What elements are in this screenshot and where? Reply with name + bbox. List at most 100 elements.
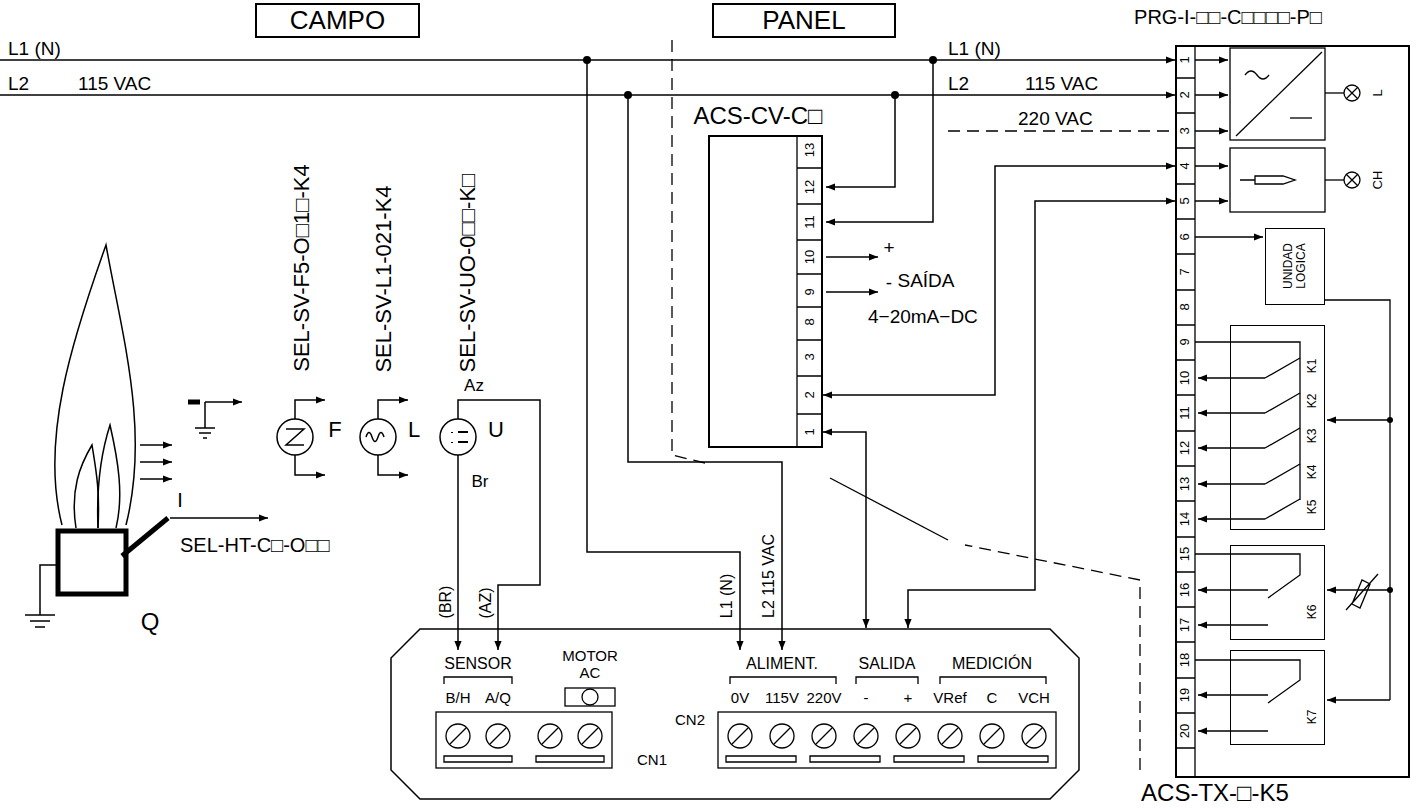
module-title: ACS-CV-C□ bbox=[693, 102, 822, 130]
wire-color: Az bbox=[464, 376, 484, 396]
burner-illustration bbox=[140, 444, 172, 446]
prg-internal-wiring bbox=[1198, 518, 1265, 519]
pin-name: + bbox=[904, 689, 913, 706]
relay-box: K6 bbox=[1230, 545, 1325, 640]
acs-tx-details bbox=[444, 677, 512, 684]
prg-internal-wiring bbox=[1195, 200, 1228, 201]
prg-internal-wiring bbox=[1198, 730, 1268, 731]
pin-name: 220V bbox=[806, 689, 841, 706]
line-name: L1 (N) bbox=[8, 38, 61, 60]
prg-internal-wiring bbox=[1198, 589, 1268, 590]
junction-dot bbox=[624, 91, 632, 99]
pin-name: VRef bbox=[933, 689, 966, 706]
zone-title: PANEL bbox=[762, 6, 845, 36]
wire-color: (AZ) bbox=[477, 587, 495, 618]
prg-internal-wiring bbox=[1195, 236, 1263, 237]
zone-box: CAMPO bbox=[255, 3, 420, 38]
acs-tx-details bbox=[940, 677, 1046, 684]
prg-internal-wiring bbox=[1195, 59, 1228, 60]
line-name: L2 bbox=[8, 73, 29, 95]
prg-internal-wiring bbox=[1195, 130, 1228, 131]
signal-polarity: + bbox=[883, 237, 894, 259]
acs-tx-details bbox=[856, 677, 918, 684]
junction-dot bbox=[583, 56, 591, 64]
terminal-number: 6 bbox=[1178, 233, 1193, 240]
terminal-number: 17 bbox=[1178, 618, 1193, 632]
acs-tx-details bbox=[436, 677, 1056, 768]
connector-name: CN2 bbox=[675, 711, 705, 728]
wire-color: Br bbox=[472, 472, 489, 492]
converter-module: ACS-CV-C□1312111098321 bbox=[708, 135, 823, 448]
burner-illustration bbox=[122, 518, 168, 556]
terminal-number: 12 bbox=[1178, 441, 1193, 455]
sensor-letter: I bbox=[177, 489, 183, 512]
module-title: ACS-TX-□-K5 bbox=[1141, 779, 1289, 807]
terminal-number: 2 bbox=[1178, 91, 1193, 98]
prg-internal-wiring bbox=[1198, 412, 1265, 413]
terminal-number: 11 bbox=[1178, 406, 1193, 420]
dashed-wire bbox=[672, 40, 1175, 770]
sensor-wiring bbox=[295, 455, 325, 475]
prg-internal-wiring bbox=[1195, 94, 1228, 95]
bus-wire bbox=[826, 291, 878, 293]
sensor-letter: L bbox=[408, 417, 420, 442]
terminal-number: 16 bbox=[1178, 583, 1193, 597]
prg-internal-wiring bbox=[1346, 174, 1358, 186]
part-number: SEL-HT-C□-O□□ bbox=[180, 534, 330, 557]
sensor-wiring bbox=[195, 402, 215, 438]
part-number: SEL-SV-L1-021-K4 bbox=[371, 185, 396, 372]
acs-tx-details bbox=[565, 688, 615, 706]
burner-illustration bbox=[25, 565, 56, 627]
module-title: PRG-I-□□-C□□□□-P□ bbox=[1134, 6, 1322, 29]
dashed-wire bbox=[672, 40, 705, 463]
terminal-number: 3 bbox=[803, 353, 818, 360]
sensor-wiring bbox=[366, 433, 384, 442]
connector-group: MEDICIÓN bbox=[952, 655, 1032, 673]
prg-internal-wiring bbox=[1344, 85, 1360, 101]
relay-name: K7 bbox=[1306, 709, 1320, 724]
relay-box: K7 bbox=[1230, 650, 1325, 745]
prg-internal-wiring bbox=[1327, 419, 1390, 420]
relay-name: K3 bbox=[1306, 428, 1320, 443]
voltage-label: 115 VAC bbox=[1025, 73, 1098, 95]
prg-internal-wiring bbox=[1195, 554, 1300, 598]
relay-group-box: K1K2K3K4K5 bbox=[1230, 325, 1325, 530]
relay-name: K2 bbox=[1306, 393, 1320, 408]
prg-internal-wiring bbox=[1195, 660, 1300, 703]
bus-wire bbox=[826, 95, 895, 187]
acs-tx-details bbox=[436, 712, 612, 768]
prg-internal-wiring bbox=[1236, 52, 1322, 136]
programmer-module: PRG-I-□□-C□□□□-P□12345678910111213141516… bbox=[1175, 45, 1410, 778]
terminal-column bbox=[1175, 45, 1195, 778]
connector-group: ALIMENT. bbox=[746, 655, 818, 673]
burner-illustration bbox=[170, 517, 268, 519]
terminal-number: 9 bbox=[1178, 338, 1193, 345]
terminal-number: 15 bbox=[1178, 547, 1193, 561]
burner-illustration bbox=[55, 245, 136, 525]
prg-internal-wiring bbox=[1198, 447, 1265, 448]
signal-polarity: - bbox=[886, 272, 892, 294]
terminal-number: 10 bbox=[803, 250, 818, 264]
terminal-number: 12 bbox=[803, 180, 818, 194]
terminal-number: 19 bbox=[1178, 688, 1193, 702]
sensor-wiring bbox=[452, 432, 468, 443]
prg-internal-wiring bbox=[1346, 87, 1358, 99]
terminal-number: 3 bbox=[1178, 127, 1193, 134]
junction-dot bbox=[891, 91, 899, 99]
burner-illustration bbox=[140, 478, 172, 480]
prg-internal-wiring bbox=[1240, 176, 1295, 184]
relay-name: K1 bbox=[1306, 358, 1320, 373]
terminal-number: 14 bbox=[1178, 512, 1193, 526]
pin-name: - bbox=[864, 689, 869, 706]
prg-internal-wiring bbox=[1198, 377, 1265, 378]
lamp-label: L bbox=[1371, 89, 1386, 96]
burner-illustration bbox=[58, 531, 126, 594]
burner-illustration bbox=[74, 445, 98, 528]
prg-internal-wiring bbox=[1245, 71, 1269, 79]
terminal-number: 2 bbox=[803, 391, 818, 398]
bus-wire bbox=[826, 256, 878, 258]
bus-wire bbox=[0, 60, 1175, 650]
prg-internal-wiring bbox=[1290, 117, 1312, 118]
